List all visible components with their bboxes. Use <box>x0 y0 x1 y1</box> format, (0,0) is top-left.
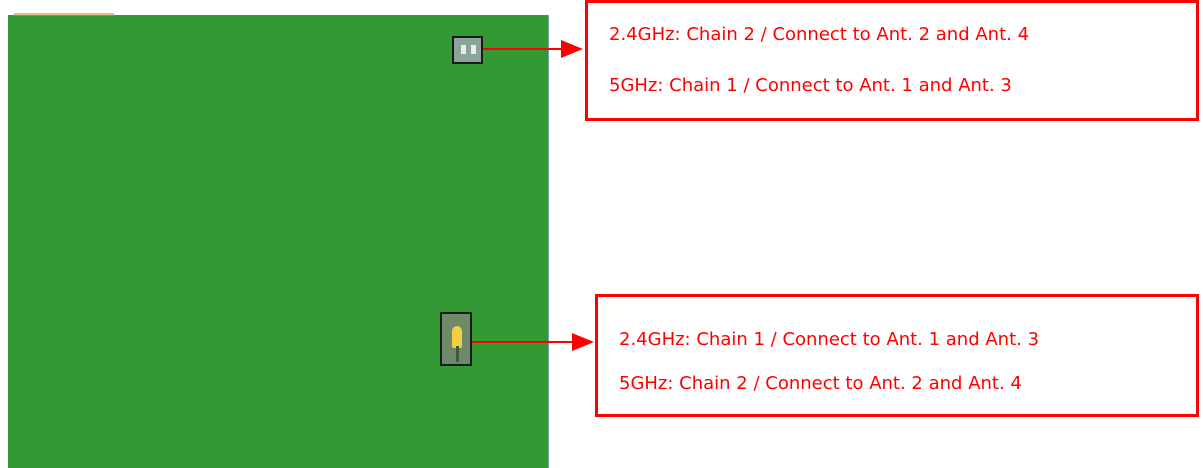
antenna-connector-bottom <box>440 312 472 366</box>
board-edge-highlight <box>14 13 114 16</box>
callout-box-bottom: 2.4GHz: Chain 1 / Connect to Ant. 1 and … <box>595 294 1199 417</box>
callout-top-line1: 2.4GHz: Chain 2 / Connect to Ant. 2 and … <box>609 24 1030 45</box>
callout-bottom-line2: 5GHz: Chain 2 / Connect to Ant. 2 and An… <box>619 373 1022 394</box>
connector-tip <box>452 326 462 348</box>
antenna-connector-top <box>452 36 483 64</box>
arrowhead-top <box>561 40 583 58</box>
callout-box-top: 2.4GHz: Chain 2 / Connect to Ant. 2 and … <box>585 0 1199 121</box>
leader-line-top <box>483 48 563 50</box>
callout-bottom-line1: 2.4GHz: Chain 1 / Connect to Ant. 1 and … <box>619 329 1040 350</box>
leader-line-bottom <box>472 341 574 343</box>
circuit-board <box>8 15 549 468</box>
callout-top-line2: 5GHz: Chain 1 / Connect to Ant. 1 and An… <box>609 75 1012 96</box>
connector-pin-left <box>461 45 466 54</box>
connector-stem <box>456 346 459 362</box>
connector-pin-right <box>471 45 476 54</box>
arrowhead-bottom <box>572 333 594 351</box>
